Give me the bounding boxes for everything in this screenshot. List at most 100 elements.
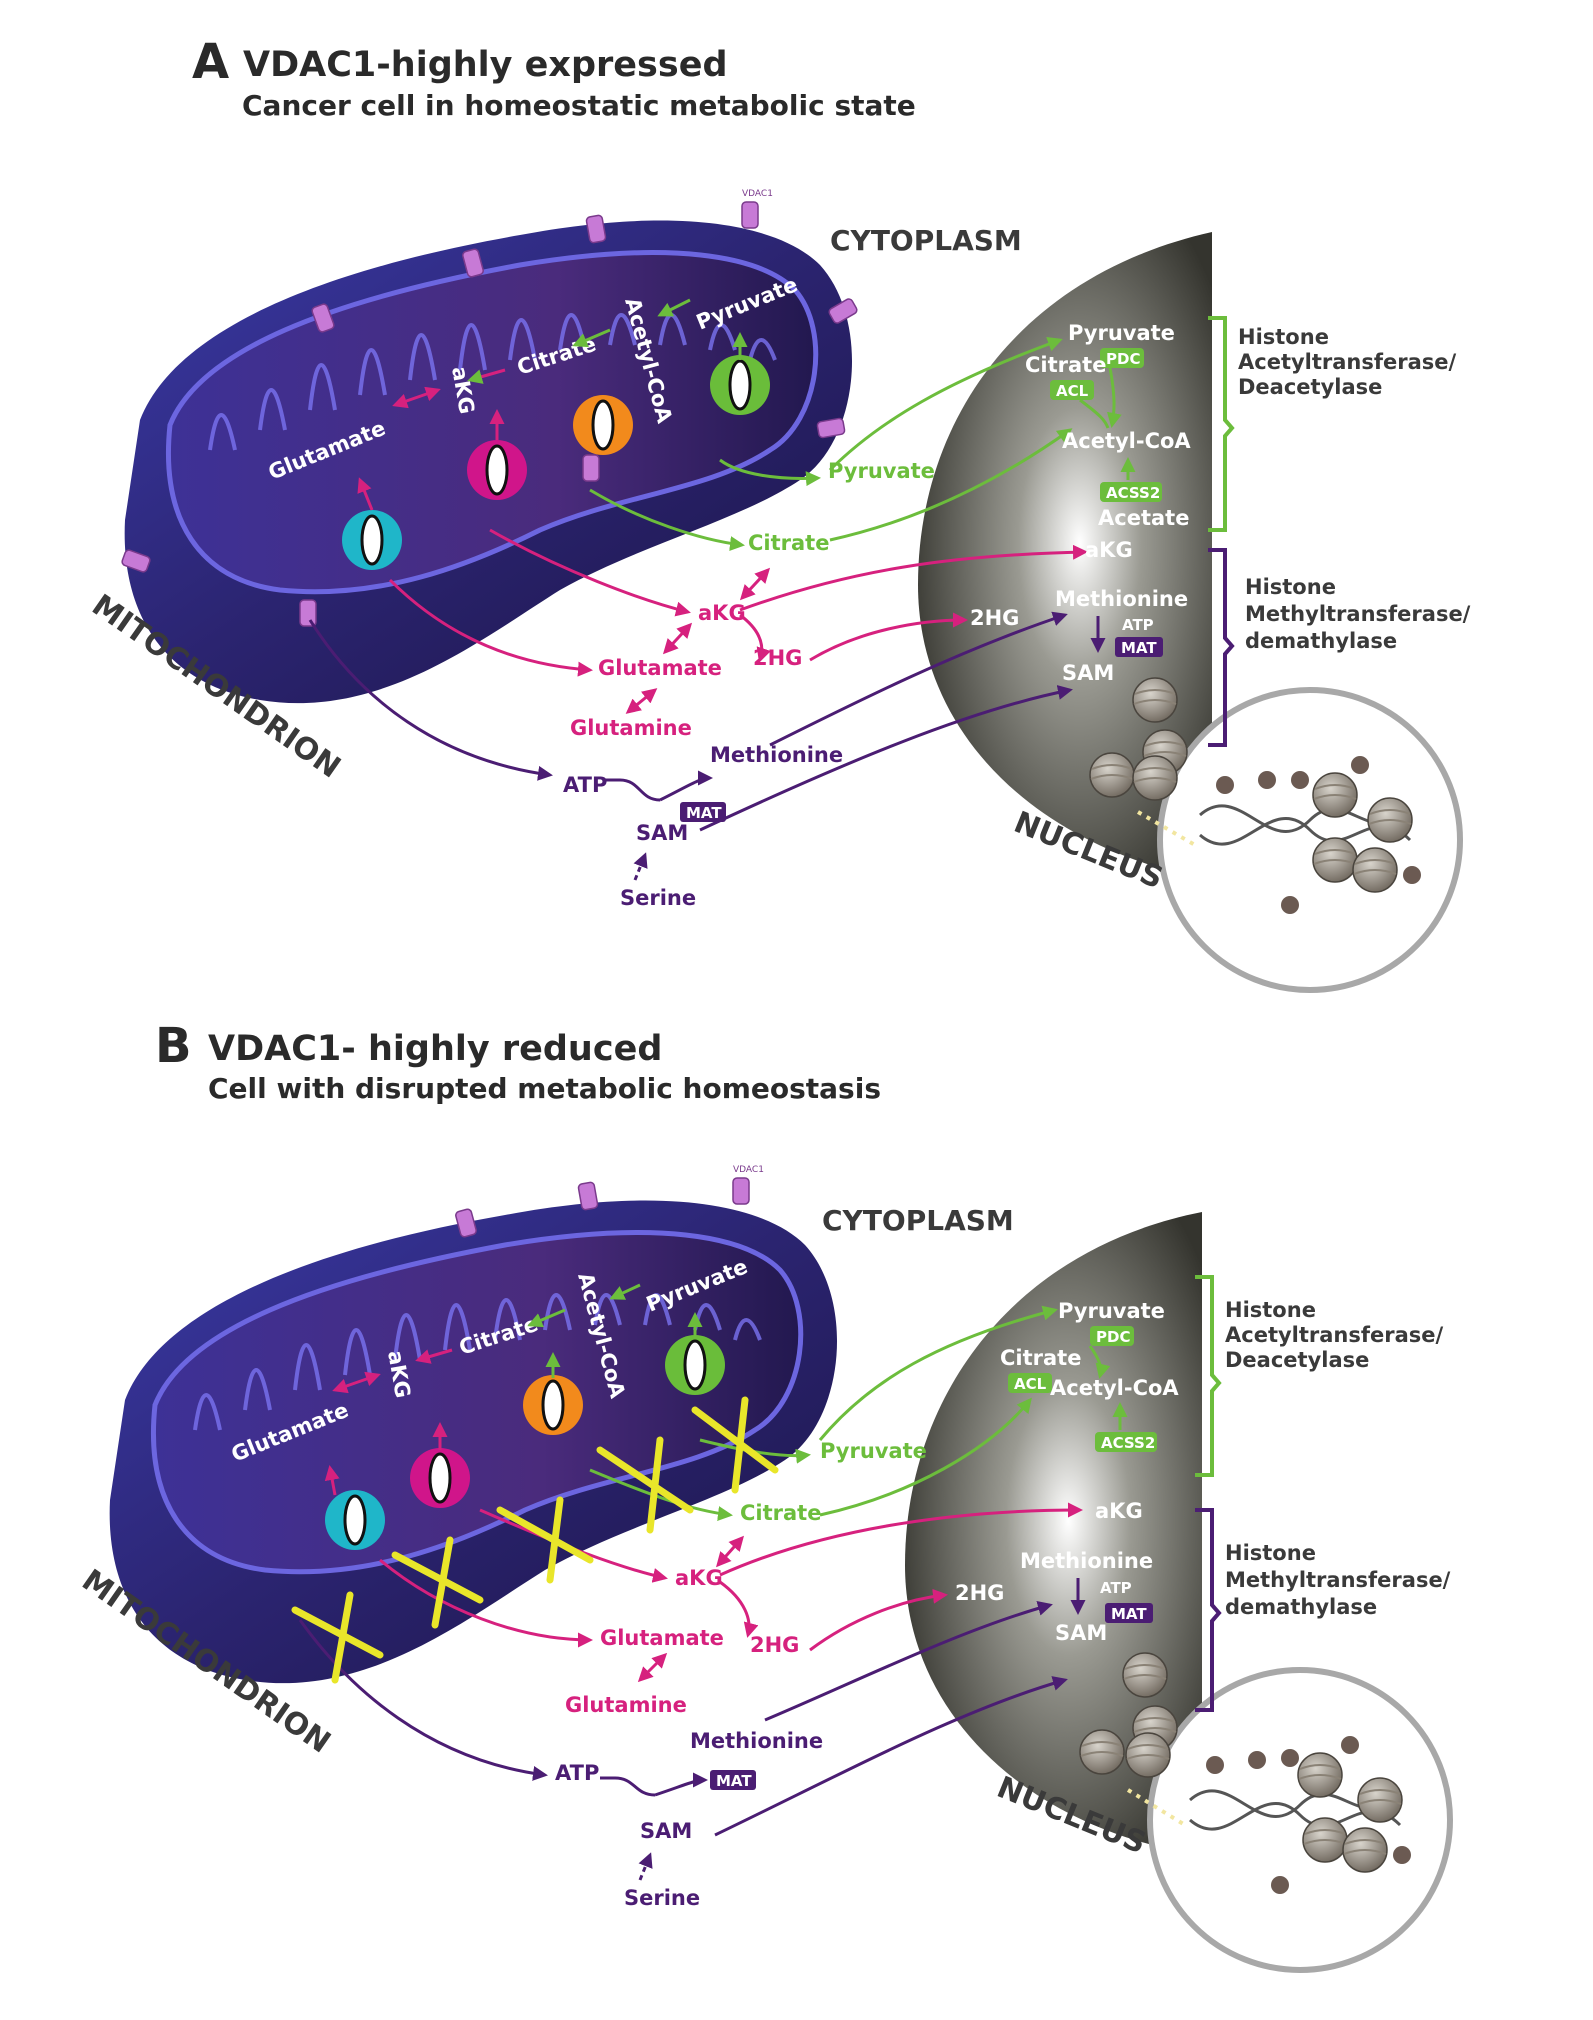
panel-title: VDAC1- highly reduced bbox=[208, 1029, 662, 1069]
cyto-citrate: Citrate bbox=[748, 531, 829, 555]
panel-letter: B bbox=[155, 1018, 192, 1074]
cyto-mat: MAT bbox=[716, 1772, 752, 1790]
nuc-acetate: Acetate bbox=[1098, 506, 1189, 530]
channel-protein-icon bbox=[325, 1335, 725, 1550]
nuc-mat-badge bbox=[1115, 637, 1163, 657]
cyto-akg: aKG bbox=[675, 1566, 723, 1590]
nucleus bbox=[918, 232, 1463, 993]
nuc-akg: aKG bbox=[1095, 1499, 1143, 1523]
nuc-citrate: Citrate bbox=[1025, 353, 1106, 377]
cyto-mat-badge bbox=[680, 802, 726, 822]
nuc-methionine: Methionine bbox=[1055, 587, 1188, 611]
zoom-pointer bbox=[1126, 1788, 1187, 1827]
histone-mark-dots bbox=[1216, 756, 1421, 914]
nuc-2hg: 2HG bbox=[970, 606, 1019, 630]
cyto-mat: MAT bbox=[686, 804, 722, 822]
nuc-acl: ACL bbox=[1014, 1375, 1047, 1393]
cyto-methionine: Methionine bbox=[690, 1729, 823, 1753]
bracket-bottom-line2: Methyltransferase/ bbox=[1225, 1568, 1451, 1592]
chromatin-zoom-circle bbox=[1147, 1667, 1453, 1973]
bracket-top-line1: Histone bbox=[1238, 325, 1329, 349]
cyto-sam: SAM bbox=[640, 1819, 692, 1843]
cyto-pyruvate: Pyruvate bbox=[828, 459, 935, 483]
cyto-atp: ATP bbox=[555, 1761, 599, 1785]
bracket-top-line2: Acetyltransferase/ bbox=[1238, 350, 1457, 374]
bracket-acetylation bbox=[1208, 316, 1235, 532]
bracket-bottom-line1: Histone bbox=[1245, 575, 1336, 599]
cyto-akg: aKG bbox=[698, 601, 746, 625]
nuc-sam: SAM bbox=[1055, 1621, 1107, 1645]
panel-subtitle: Cell with disrupted metabolic homeostasi… bbox=[208, 1072, 881, 1105]
channel-protein-icon bbox=[342, 355, 770, 570]
cristae bbox=[193, 1293, 762, 1431]
cyto-pyruvate: Pyruvate bbox=[820, 1439, 927, 1463]
cyto-atp: ATP bbox=[563, 773, 607, 797]
nuc-pdc-badge bbox=[1100, 348, 1144, 368]
nuc-2hg: 2HG bbox=[955, 1581, 1004, 1605]
nuc-acl-badge bbox=[1008, 1373, 1052, 1393]
mitochondrion: VDAC1 Pyruvate Acetyl-CoA Citrate aKG Gl… bbox=[109, 1165, 838, 1684]
bracket-bottom-line3: demathylase bbox=[1245, 629, 1397, 653]
cyto-citrate: Citrate bbox=[740, 1501, 821, 1525]
bracket-bottom-line1: Histone bbox=[1225, 1541, 1316, 1565]
bracket-acetylation bbox=[1195, 1275, 1222, 1477]
nuc-acss2: ACSS2 bbox=[1106, 484, 1160, 502]
cristae bbox=[208, 313, 777, 451]
nuc-atp: ATP bbox=[1122, 616, 1154, 634]
nuc-acl-badge bbox=[1050, 380, 1094, 400]
nuc-sam: SAM bbox=[1062, 661, 1114, 685]
cyto-glutamine: Glutamine bbox=[570, 716, 692, 740]
bracket-bottom-line3: demathylase bbox=[1225, 1595, 1377, 1619]
bracket-methylation bbox=[1195, 1508, 1222, 1712]
nuc-akg: aKG bbox=[1085, 538, 1133, 562]
nuc-acl: ACL bbox=[1056, 382, 1089, 400]
cytoplasm-label: CYTOPLASM bbox=[822, 1204, 1014, 1237]
panel-title: VDAC1-highly expressed bbox=[243, 45, 728, 85]
histone-mark-dots bbox=[1206, 1736, 1411, 1894]
zoom-pointer bbox=[1136, 810, 1197, 847]
nuc-pdc: PDC bbox=[1096, 1328, 1130, 1346]
bracket-methylation bbox=[1208, 548, 1235, 747]
cyto-glutamine: Glutamine bbox=[565, 1693, 687, 1717]
cyto-mat-badge bbox=[710, 1770, 756, 1790]
vdac1-channel-icon bbox=[455, 1177, 750, 1238]
nucleus bbox=[905, 1212, 1453, 1973]
nuc-pdc-badge bbox=[1090, 1326, 1134, 1346]
nuc-acss2-badge bbox=[1100, 482, 1162, 502]
nuc-acetyl-coa: Acetyl-CoA bbox=[1062, 429, 1191, 453]
cyto-serine: Serine bbox=[620, 886, 696, 910]
cyto-sam: SAM bbox=[636, 821, 688, 845]
chromatin-zoom-circle bbox=[1157, 687, 1463, 993]
nuc-acss2-badge bbox=[1095, 1432, 1157, 1452]
nuc-citrate: Citrate bbox=[1000, 1346, 1081, 1370]
cyto-methionine: Methionine bbox=[710, 743, 843, 767]
bracket-bottom-line2: Methyltransferase/ bbox=[1245, 602, 1471, 626]
panel-subtitle: Cancer cell in homeostatic metabolic sta… bbox=[242, 89, 916, 122]
cyto-glutamate: Glutamate bbox=[600, 1626, 724, 1650]
cyto-serine: Serine bbox=[624, 1886, 700, 1910]
nuc-pyruvate: Pyruvate bbox=[1068, 321, 1175, 345]
cytoplasm-label: CYTOPLASM bbox=[830, 224, 1022, 257]
nuc-mat-badge bbox=[1105, 1603, 1153, 1623]
mitochondrion: VDAC1 Pyruvate Acetyl-CoA Citrate aKG Gl… bbox=[121, 189, 858, 704]
block-x-icon bbox=[291, 1396, 779, 1684]
nuc-atp: ATP bbox=[1100, 1579, 1132, 1597]
nuc-mat: MAT bbox=[1111, 1605, 1147, 1623]
bracket-top-line3: Deacetylase bbox=[1225, 1348, 1369, 1372]
cyto-2hg: 2HG bbox=[750, 1633, 799, 1657]
bracket-top-line3: Deacetylase bbox=[1238, 375, 1382, 399]
cyto-glutamate: Glutamate bbox=[598, 656, 722, 680]
bracket-top-line1: Histone bbox=[1225, 1298, 1316, 1322]
nuc-mat: MAT bbox=[1121, 639, 1157, 657]
nuc-acetyl-coa: Acetyl-CoA bbox=[1050, 1376, 1179, 1400]
vdac-tag: VDAC1 bbox=[733, 1165, 764, 1175]
nuc-pdc: PDC bbox=[1106, 350, 1140, 368]
nuc-methionine: Methionine bbox=[1020, 1549, 1153, 1573]
nuc-pyruvate: Pyruvate bbox=[1058, 1299, 1165, 1323]
panel-a: A VDAC1-highly expressed Cancer cell in … bbox=[85, 34, 1471, 993]
panel-letter: A bbox=[192, 34, 229, 90]
vdac1-channel-icon bbox=[121, 201, 858, 627]
bracket-top-line2: Acetyltransferase/ bbox=[1225, 1323, 1444, 1347]
vdac-tag: VDAC1 bbox=[742, 189, 773, 199]
